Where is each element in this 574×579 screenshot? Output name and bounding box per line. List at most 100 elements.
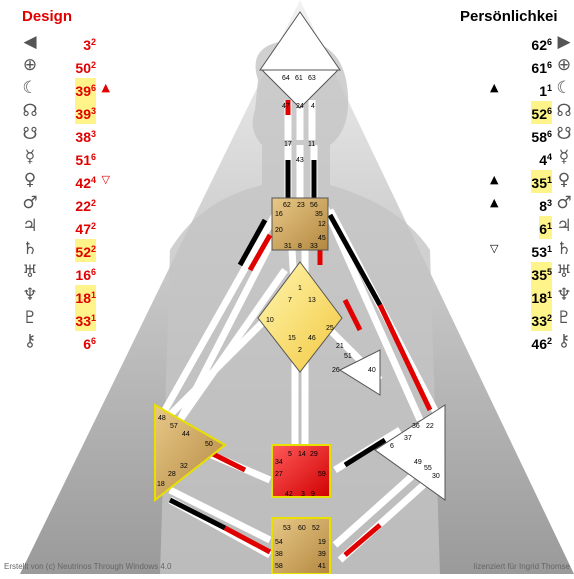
line-number: 1 — [546, 290, 552, 300]
gate-label: 40 — [368, 367, 376, 374]
line-number: 6 — [546, 60, 552, 70]
line-number: 2 — [90, 60, 96, 70]
personality-planet-row: ♅355 — [490, 262, 574, 285]
gate-number: 33 — [531, 313, 547, 329]
gate-line-value: 181 — [531, 285, 552, 308]
gate-number: 39 — [75, 106, 91, 122]
gate-number: 52 — [531, 106, 547, 122]
gate-label: 23 — [297, 202, 305, 209]
planet-icon: ⊕ — [22, 55, 38, 75]
gate-label: 18 — [157, 481, 165, 488]
gate-line-value: 526 — [531, 101, 552, 124]
gate-number: 8 — [539, 198, 547, 214]
gate-label: 24 — [296, 103, 304, 110]
design-planet-row: ♆181 — [20, 285, 110, 308]
line-number: 1 — [546, 175, 552, 185]
gate-label: 22 — [426, 423, 434, 430]
gate-label: 46 — [308, 335, 316, 342]
gate-line-value: 61 — [539, 216, 552, 239]
planet-icon: ☿ — [24, 147, 36, 167]
gate-label: 8 — [298, 243, 302, 250]
gate-label: 32 — [180, 463, 188, 470]
gate-label: 27 — [275, 471, 283, 478]
gate-label: 61 — [295, 75, 303, 82]
gate-label: 43 — [296, 157, 304, 164]
line-number: 1 — [90, 290, 96, 300]
line-number: 6 — [546, 129, 552, 139]
gate-number: 53 — [531, 244, 547, 260]
personality-planet-row: ♆181 — [490, 285, 574, 308]
footer-license: lizenziert für Ingrid Thomse — [473, 562, 570, 571]
gate-label: 42 — [285, 491, 293, 498]
gate-number: 18 — [531, 290, 547, 306]
gate-label: 38 — [275, 551, 283, 558]
planet-icon: ☾ — [556, 78, 572, 98]
gate-label: 12 — [318, 221, 326, 228]
gate-label: 29 — [310, 451, 318, 458]
gate-label: 52 — [312, 525, 320, 532]
gate-label: 44 — [182, 431, 190, 438]
gate-number: 6 — [539, 221, 547, 237]
line-number: 3 — [90, 106, 96, 116]
gate-label: 17 — [284, 141, 292, 148]
gate-label: 36 — [412, 423, 420, 430]
line-number: 2 — [90, 198, 96, 208]
personality-planet-row: ▶626 — [490, 32, 574, 54]
gate-number: 42 — [75, 175, 91, 191]
gate-label: 57 — [170, 423, 178, 430]
gate-number: 35 — [531, 175, 547, 191]
planet-icon: ♇ — [22, 308, 38, 328]
design-planet-row: ♂ 222 — [20, 193, 110, 215]
planet-icon: ◀ — [23, 32, 37, 52]
solar-plexus-center — [374, 404, 446, 501]
design-planet-row: ♃472 — [20, 216, 110, 238]
planet-icon: ⊕ — [556, 55, 572, 75]
gate-number: 3 — [83, 37, 91, 53]
gate-label: 15 — [288, 335, 296, 342]
design-column-title: Design — [22, 8, 73, 25]
gate-line-value: 383 — [75, 124, 96, 147]
gate-label: 60 — [298, 525, 306, 532]
planet-icon: ☿ — [558, 147, 570, 167]
gate-line-value: 166 — [75, 262, 96, 285]
line-number: 6 — [90, 336, 96, 346]
planet-icon: ♃ — [22, 216, 38, 236]
gate-label: 56 — [310, 202, 318, 209]
gate-label: 64 — [282, 75, 290, 82]
gate-label: 1 — [298, 285, 302, 292]
line-number: 4 — [90, 175, 96, 185]
gate-label: 48 — [158, 415, 166, 422]
gate-label: 47 — [282, 103, 290, 110]
design-planet-row: ⚷66 — [20, 331, 110, 353]
planet-icon: ▶ — [557, 32, 571, 52]
gate-number: 18 — [75, 290, 91, 306]
fixing-arrow-icon: ▲ — [490, 81, 499, 94]
gate-label: 62 — [283, 202, 291, 209]
gate-line-value: 181 — [75, 285, 96, 308]
gate-line-value: 424 — [75, 170, 96, 193]
fixing-arrow-icon: ▲ — [490, 196, 499, 209]
gate-label: 19 — [318, 539, 326, 546]
head-center — [259, 11, 341, 71]
planet-icon: ♂ — [22, 193, 38, 213]
gate-label: 50 — [205, 441, 213, 448]
design-planet-row: ☿516 — [20, 147, 110, 169]
gate-line-value: 66 — [83, 331, 96, 354]
spleen-center — [154, 403, 227, 503]
design-planet-row: ⊕502 — [20, 55, 110, 77]
line-number: 3 — [546, 198, 552, 208]
gate-number: 61 — [531, 60, 547, 76]
gate-label: 25 — [326, 325, 334, 332]
line-number: 6 — [90, 267, 96, 277]
planet-icon: ♅ — [22, 262, 38, 282]
gate-line-value: 586 — [531, 124, 552, 147]
planet-icon: ☾ — [22, 78, 38, 98]
line-number: 2 — [90, 244, 96, 254]
gate-line-value: 222 — [75, 193, 96, 216]
gate-label: 5 — [288, 451, 292, 458]
line-number: 1 — [546, 244, 552, 254]
line-number: 6 — [90, 152, 96, 162]
gate-label: 16 — [275, 211, 283, 218]
